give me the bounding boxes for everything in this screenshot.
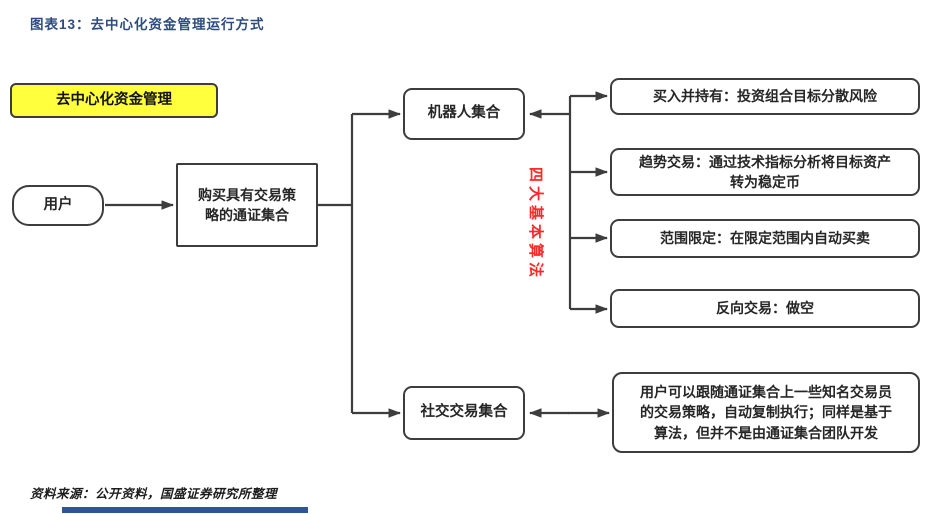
four-basic-algorithms-label: 四大基本算法	[527, 167, 544, 282]
node-social-trading-description: 用户可以跟随通证集合上一些知名交易员的交易策略，自动复制执行；同样是基于算法，但…	[612, 372, 920, 453]
source-note: 资料来源：公开资料，国盛证券研究所整理	[30, 487, 278, 501]
node-strategy-range-bound: 范围限定：在限定范围内自动买卖	[610, 219, 920, 258]
node-strategy-buy-and-hold: 买入并持有：投资组合目标分散风险	[610, 78, 920, 115]
node-user: 用户	[12, 185, 104, 226]
node-strategy-trend-trading: 趋势交易：通过技术指标分析将目标资产转为稳定币	[610, 148, 920, 196]
node-decentralized-fund-management: 去中心化资金管理	[10, 83, 218, 118]
node-robot-set: 机器人集合	[403, 88, 525, 140]
footer-blue-bar	[62, 507, 308, 513]
node-buy-token-set: 购买具有交易策略的通证集合	[176, 163, 318, 247]
node-social-trading-set: 社交交易集合	[403, 386, 525, 440]
figure-title: 图表13：去中心化资金管理运行方式	[30, 17, 265, 32]
node-strategy-inverse-trading: 反向交易：做空	[610, 289, 920, 328]
